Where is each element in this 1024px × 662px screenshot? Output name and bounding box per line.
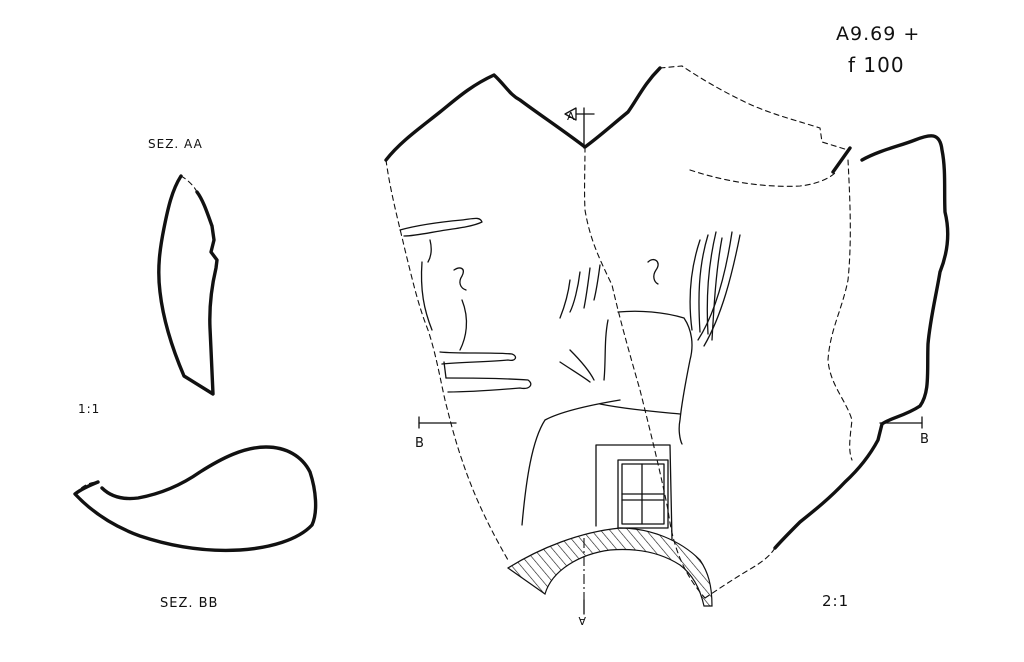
scale-main: 2:1 [822, 592, 849, 610]
catalog-number: A9.69 + [836, 23, 920, 45]
figure-left [399, 217, 532, 393]
marker-a-top: A [567, 110, 576, 123]
hatched-band [506, 527, 713, 607]
section-aa-profile [157, 174, 219, 396]
door-frame [595, 444, 673, 541]
section-bb-profile [73, 445, 318, 553]
section-line-a [564, 107, 595, 615]
section-line-b [418, 416, 923, 429]
section-aa-label: SEZ. AA [148, 137, 203, 151]
marker-b-left: B [415, 436, 425, 451]
marker-b-right: B [920, 432, 930, 447]
marker-a-bottom: A [577, 614, 586, 627]
scale-sections: 1:1 [78, 402, 100, 416]
section-bb-label: SEZ. BB [160, 596, 218, 611]
figure-right [521, 231, 741, 526]
fragment-outline [384, 65, 950, 599]
catalog-sub: f 100 [848, 53, 905, 77]
